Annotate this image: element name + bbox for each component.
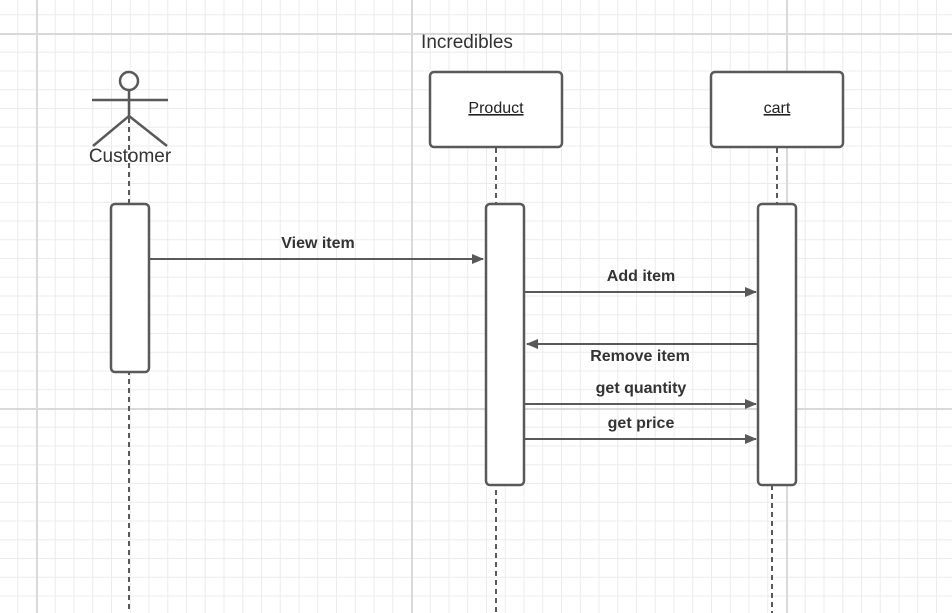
diagram-title: Incredibles xyxy=(421,32,513,53)
message-remove-item[interactable]: Remove item xyxy=(526,339,757,365)
actor-label: Customer xyxy=(89,146,172,167)
actor-left-leg xyxy=(92,115,130,147)
message-label: get price xyxy=(608,415,675,432)
message-get-quantity[interactable]: get quantity xyxy=(525,380,757,409)
product-activation[interactable] xyxy=(484,202,526,487)
customer-activation[interactable] xyxy=(109,202,151,374)
cart-object-label: cart xyxy=(764,100,791,117)
cart-object-box xyxy=(709,70,845,149)
message-add-item[interactable]: Add item xyxy=(525,268,757,297)
message-label: get quantity xyxy=(596,380,687,397)
message-label: Add item xyxy=(607,268,675,285)
customer-actor[interactable]: Customer xyxy=(89,70,172,167)
message-get-price[interactable]: get price xyxy=(525,415,757,444)
message-label: View item xyxy=(281,235,355,252)
product-object-box xyxy=(428,70,564,149)
actor-head xyxy=(118,70,140,92)
cart-activation[interactable] xyxy=(756,202,798,487)
actor-right-leg xyxy=(128,115,168,147)
message-label: Remove item xyxy=(590,348,690,365)
product-object-label: Product xyxy=(468,100,524,117)
product-object[interactable]: Product xyxy=(428,70,564,149)
cart-object[interactable]: cart xyxy=(709,70,845,149)
message-view-item[interactable]: View item xyxy=(150,235,484,264)
